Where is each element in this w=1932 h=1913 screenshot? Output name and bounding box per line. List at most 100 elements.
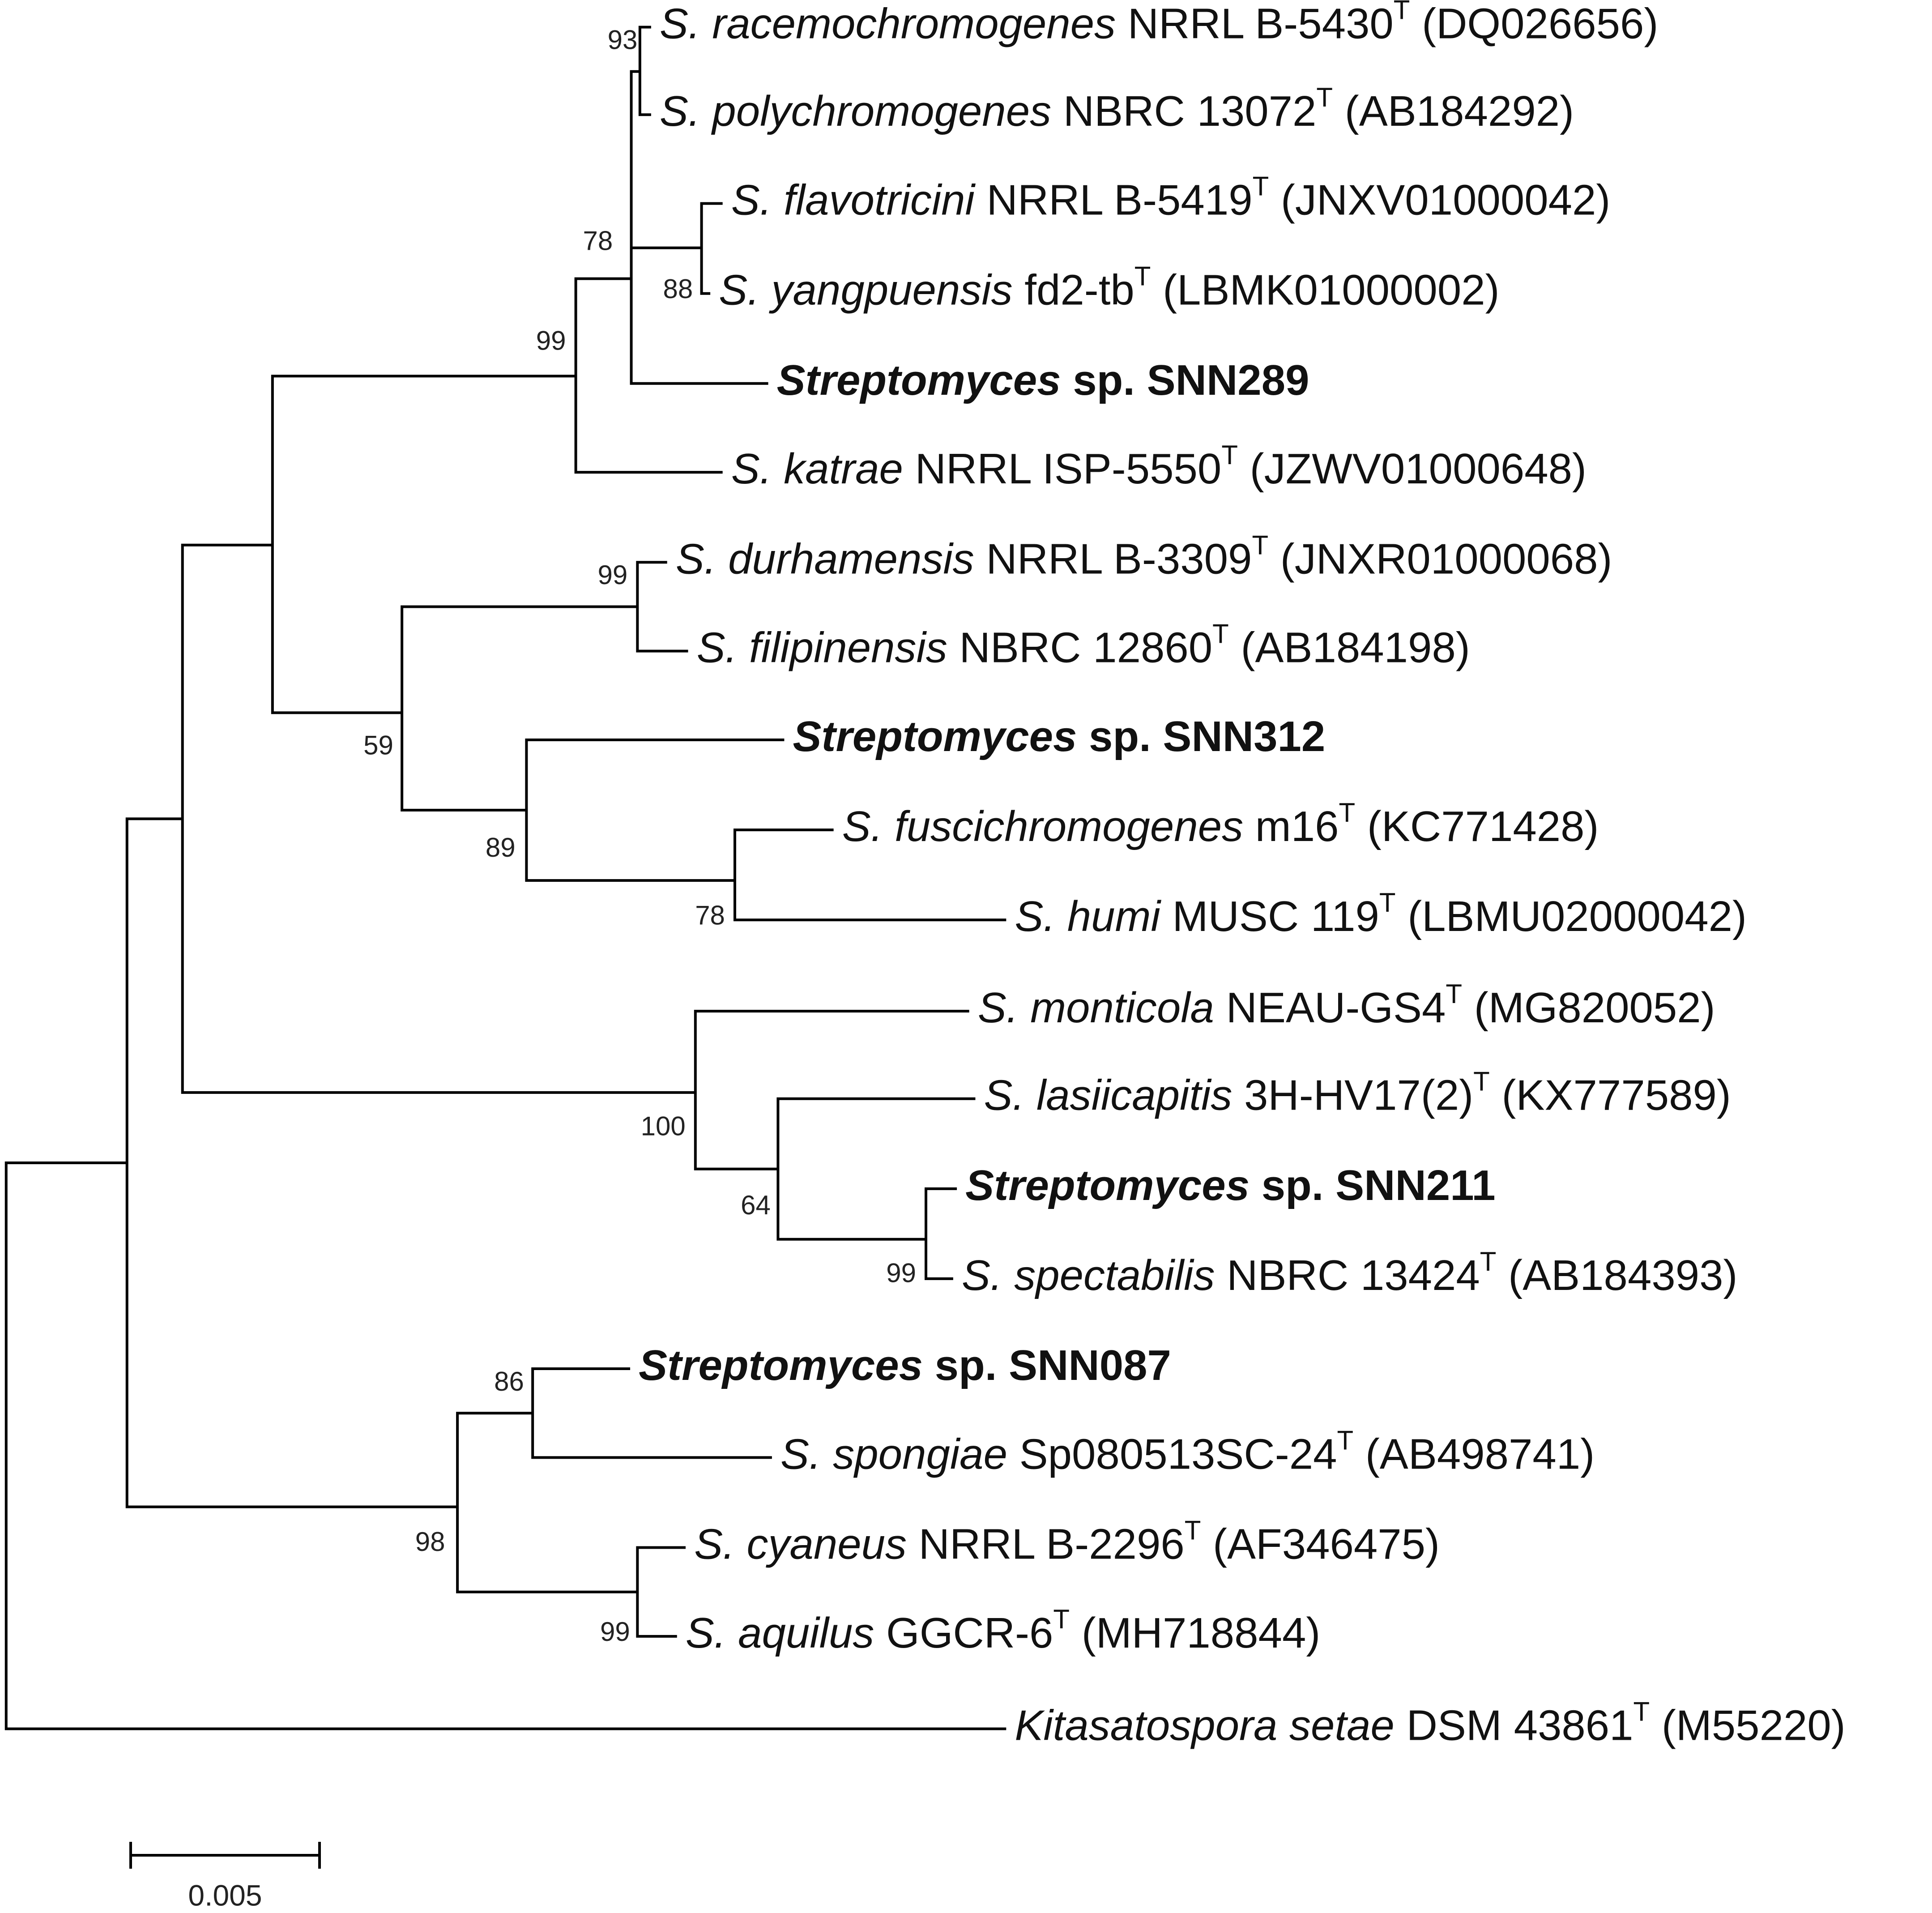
leaf-type-strain-mark: T [1212, 619, 1229, 649]
bootstrap-value: 99 [598, 560, 628, 590]
leaf-label-katrae: S. katrae NRRL ISP-5550T (JZWV01000648) [731, 440, 1587, 493]
scale-bar: 0.005 [129, 1842, 321, 1912]
leaf-type-strain-mark: T [1394, 0, 1410, 25]
leaf-accession: (LBMK01000002) [1151, 266, 1499, 314]
leaf-accession: (LBMU02000042) [1396, 893, 1747, 941]
leaf-type-strain-mark: T [1053, 1604, 1070, 1634]
leaf-strain: NRRL ISP-5550 [903, 445, 1221, 493]
leaf-accession: (MG820052) [1462, 984, 1715, 1032]
leaf-strain: 3H-HV17(2) [1232, 1072, 1473, 1119]
leaf-strain: DSM 43861 [1395, 1702, 1633, 1750]
leaf-species: S. polychromogenes [660, 88, 1051, 136]
bootstrap-value: 89 [486, 833, 516, 863]
leaf-label-polychromogenes: S. polychromogenes NBRC 13072T (AB184292… [660, 82, 1574, 136]
leaf-species: S. spongiae [780, 1430, 1007, 1478]
leaf-type-strain-mark: T [1633, 1696, 1650, 1726]
leaf-label-aquilus: S. aquilus GGCR-6T (MH718844) [686, 1604, 1321, 1657]
leaf-label-snn087: Streptomyces sp. SNN087 [639, 1341, 1171, 1389]
leaf-label-yangpuensis: S. yangpuensis fd2-tbT (LBMK01000002) [719, 261, 1499, 315]
leaf-strain: sp. SNN211 [1250, 1161, 1496, 1209]
leaf-strain: NRRL B-2296 [907, 1520, 1185, 1568]
leaf-type-strain-mark: T [1339, 798, 1356, 828]
leaf-species: S. aquilus [686, 1609, 874, 1657]
leaf-type-strain-mark: T [1446, 979, 1462, 1009]
leaf-species: S. katrae [731, 445, 903, 493]
leaf-strain: sp. SNN087 [923, 1341, 1171, 1389]
bootstrap-value: 78 [695, 901, 725, 931]
bootstrap-value: 78 [583, 226, 613, 256]
branch-lines [4, 26, 1007, 1730]
leaf-strain: fd2-tb [1013, 266, 1134, 314]
scale-bar-line [129, 1842, 321, 1869]
bootstrap-value: 98 [415, 1527, 445, 1557]
leaf-strain: MUSC 119 [1160, 893, 1379, 941]
leaf-strain: m16 [1243, 803, 1339, 850]
leaf-label-monticola: S. monticola NEAU-GS4T (MG820052) [978, 979, 1715, 1032]
leaf-strain: sp. SNN289 [1061, 356, 1309, 404]
leaf-species: S. monticola [978, 984, 1214, 1032]
bootstrap-value: 88 [663, 274, 693, 304]
leaf-accession: (JNXV01000042) [1269, 176, 1610, 224]
leaf-accession: (KC771428) [1355, 803, 1599, 850]
bootstrap-value: 99 [600, 1617, 630, 1647]
bootstrap-value: 93 [608, 25, 638, 55]
leaf-accession: (AB498741) [1353, 1430, 1595, 1478]
leaf-label-durhamensis: S. durhamensis NRRL B-3309T (JNXR0100006… [676, 530, 1612, 583]
leaf-label-racemochromogenes: S. racemochromogenes NRRL B-5430T (DQ026… [660, 0, 1658, 48]
leaf-species: Kitasatospora setae [1015, 1702, 1395, 1750]
tree-branches [4, 26, 1007, 1730]
leaf-type-strain-mark: T [1253, 171, 1269, 201]
leaf-strain: sp. SNN312 [1077, 713, 1325, 760]
leaf-species: S. fuscichromogenes [842, 803, 1243, 850]
leaf-species: S. cyaneus [694, 1520, 907, 1568]
leaf-species: Streptomyces [639, 1341, 923, 1389]
leaf-labels: S. racemochromogenes NRRL B-5430T (DQ026… [639, 0, 1846, 1750]
leaf-type-strain-mark: T [1185, 1515, 1201, 1545]
leaf-label-cyaneus: S. cyaneus NRRL B-2296T (AF346475) [694, 1515, 1440, 1568]
leaf-label-filipinensis: S. filipinensis NBRC 12860T (AB184198) [697, 619, 1470, 672]
leaf-species: S. humi [1015, 893, 1161, 941]
bootstrap-value: 100 [641, 1111, 686, 1141]
leaf-type-strain-mark: T [1379, 888, 1396, 918]
leaf-label-fuscichromogenes: S. fuscichromogenes m16T (KC771428) [842, 798, 1599, 851]
leaf-label-snn289: Streptomyces sp. SNN289 [777, 356, 1309, 404]
leaf-species: S. spectabilis [962, 1251, 1215, 1299]
bootstrap-value: 99 [886, 1258, 916, 1288]
leaf-label-humi: S. humi MUSC 119T (LBMU02000042) [1015, 888, 1747, 941]
leaf-strain: NRRL B-5419 [975, 176, 1253, 224]
leaf-label-lasiicapitis: S. lasiicapitis 3H-HV17(2)T (KX777589) [984, 1067, 1731, 1120]
leaf-type-strain-mark: T [1473, 1067, 1490, 1097]
leaf-strain: GGCR-6 [874, 1609, 1053, 1657]
leaf-accession: (DQ026656) [1410, 0, 1658, 48]
leaf-accession: (AB184198) [1229, 624, 1470, 672]
leaf-type-strain-mark: T [1134, 261, 1151, 291]
leaf-accession: (MH718844) [1070, 1609, 1320, 1657]
leaf-type-strain-mark: T [1480, 1247, 1497, 1277]
leaf-label-snn312: Streptomyces sp. SNN312 [793, 713, 1325, 760]
leaf-label-kitasatospora: Kitasatospora setae DSM 43861T (M55220) [1015, 1696, 1845, 1750]
bootstrap-value: 99 [536, 326, 566, 356]
leaf-accession: (JZWV01000648) [1238, 445, 1587, 493]
leaf-type-strain-mark: T [1221, 440, 1238, 470]
leaf-label-spongiae: S. spongiae Sp080513SC-24T (AB498741) [780, 1425, 1595, 1478]
bootstrap-value: 64 [741, 1190, 771, 1220]
bootstrap-value: 59 [363, 730, 393, 760]
leaf-species: Streptomyces [793, 713, 1077, 760]
leaf-strain: NBRC 12860 [947, 624, 1212, 672]
bootstrap-value: 86 [494, 1366, 524, 1396]
leaf-accession: (KX777589) [1490, 1072, 1731, 1119]
leaf-type-strain-mark: T [1337, 1425, 1354, 1455]
leaf-type-strain-mark: T [1316, 82, 1333, 112]
leaf-accession: (AB184393) [1496, 1251, 1737, 1299]
leaf-species: S. lasiicapitis [984, 1072, 1232, 1119]
leaf-species: Streptomyces [777, 356, 1061, 404]
leaf-species: S. yangpuensis [719, 266, 1012, 314]
leaf-strain: NBRC 13072 [1051, 88, 1316, 136]
leaf-strain: Sp080513SC-24 [1007, 1430, 1337, 1478]
leaf-label-snn211: Streptomyces sp. SNN211 [965, 1161, 1496, 1209]
leaf-type-strain-mark: T [1252, 530, 1268, 560]
scale-bar-label: 0.005 [188, 1879, 262, 1912]
leaf-accession: (AB184292) [1333, 88, 1574, 136]
leaf-label-flavotricini: S. flavotricini NRRL B-5419T (JNXV010000… [731, 171, 1611, 224]
